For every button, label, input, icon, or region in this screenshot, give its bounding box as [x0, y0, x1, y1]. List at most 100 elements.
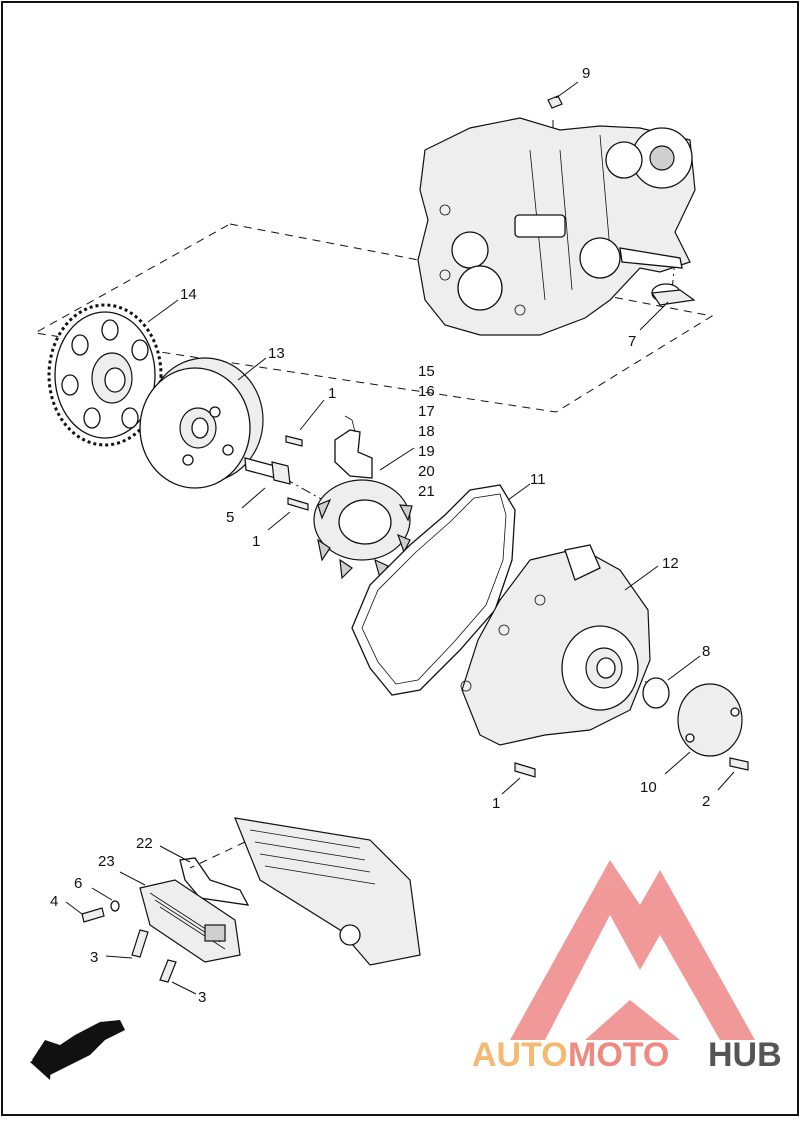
radiator-body [234, 817, 421, 966]
callout-5: 5 [226, 509, 234, 526]
washer [110, 900, 120, 912]
leader-13 [237, 357, 267, 381]
plug-cover-hole [730, 707, 740, 717]
leader-12 [624, 565, 659, 591]
callout-4: 4 [50, 893, 58, 910]
crankcase-boss [457, 265, 503, 311]
plug-screw [729, 757, 749, 771]
leader-3a [105, 955, 133, 959]
rotor-bolt [244, 457, 291, 485]
radiator-boss [339, 924, 361, 946]
stator-wire-clip [334, 429, 373, 479]
callout-21: 21 [418, 483, 435, 500]
watermark-inner-shape [585, 1000, 680, 1040]
gear-hole [61, 374, 79, 396]
gear-hole [121, 407, 139, 429]
radiator-assembly [234, 817, 421, 966]
regulator-bracket [179, 857, 250, 906]
callout-18: 18 [418, 423, 435, 440]
starter-motor-body [514, 214, 566, 238]
rotor-hole [182, 454, 194, 466]
callout-2: 2 [702, 793, 710, 810]
stator-center [338, 499, 392, 545]
leader-2 [717, 771, 735, 791]
bolt-hole [439, 269, 451, 281]
plug-cover-hole [685, 733, 695, 743]
orientation-arrow-icon [30, 1020, 125, 1080]
watermark-text-auto: AUTO [472, 1036, 568, 1074]
rotor-bolt-shank [244, 457, 277, 479]
bushing [650, 283, 696, 306]
leader-23 [119, 871, 146, 886]
callout-17: 17 [418, 403, 435, 420]
gear-hole [131, 339, 149, 361]
watermark-text-moto: MOTO [568, 1036, 669, 1074]
starter-ring-gear [47, 303, 163, 447]
o-ring [642, 677, 670, 709]
gear-hole [83, 407, 101, 429]
leader-10 [664, 751, 691, 775]
callout-12: 12 [662, 555, 679, 572]
callout-14: 14 [180, 286, 197, 303]
callout-8: 8 [702, 643, 710, 660]
gear-bore [104, 367, 126, 393]
cover-bolt-hole [498, 624, 510, 636]
dowel-pin [547, 95, 563, 109]
regulator-screw-a [131, 929, 149, 958]
cover-gasket-inner [361, 493, 507, 685]
callout-6: 6 [74, 875, 82, 892]
callout-10: 10 [640, 779, 657, 796]
regulator-bolt [81, 907, 105, 923]
leader-8 [667, 655, 701, 681]
cam-sprocket-hub [649, 145, 675, 171]
callout-22: 22 [136, 835, 153, 852]
stator-cover-boss [564, 544, 601, 581]
leader-1b [267, 511, 291, 531]
gear-hole [101, 319, 119, 341]
leader-5 [241, 487, 266, 509]
crankshaft-end [619, 247, 683, 269]
callout-19: 19 [418, 443, 435, 460]
callout-16: 16 [418, 383, 435, 400]
rotor [139, 357, 264, 489]
leader-1a [299, 399, 325, 431]
leader-6 [91, 887, 113, 901]
callout-13: 13 [268, 345, 285, 362]
leader-22 [159, 845, 191, 863]
leader-7 [639, 301, 669, 331]
leader-3b [171, 981, 197, 995]
leader-1c [501, 777, 521, 795]
arrow-head [30, 1050, 52, 1080]
watermark-triangle [510, 860, 755, 1040]
leader-11 [507, 483, 531, 501]
gear-hole [71, 334, 89, 356]
rotor-bore [191, 417, 209, 439]
callout-3a: 3 [90, 949, 98, 966]
rotor-hole [209, 406, 221, 418]
leader-14 [147, 299, 179, 323]
callout-7: 7 [628, 333, 636, 350]
callout-15: 15 [418, 363, 435, 380]
crankcase-assembly [417, 117, 696, 336]
callout-9: 9 [582, 65, 590, 82]
callout-23: 23 [98, 853, 115, 870]
stator-screw-lower [287, 497, 309, 511]
callout-20: 20 [418, 463, 435, 480]
rotor-hole [222, 444, 234, 456]
cover-gasket [351, 484, 516, 696]
callout-1c: 1 [492, 795, 500, 812]
regulator-screw-b [159, 959, 177, 983]
stator-assembly [313, 415, 413, 580]
rotor-bolt-head [271, 461, 291, 485]
stator-wire [344, 415, 356, 433]
regulator-connector [204, 924, 226, 942]
bushing-side [650, 289, 696, 306]
stator-screw-upper [285, 435, 303, 447]
callout-11: 11 [530, 471, 546, 488]
bolt-hole [439, 204, 451, 216]
idler-sprocket [605, 141, 643, 179]
stator-cover [460, 544, 651, 746]
leader-9 [555, 81, 579, 99]
